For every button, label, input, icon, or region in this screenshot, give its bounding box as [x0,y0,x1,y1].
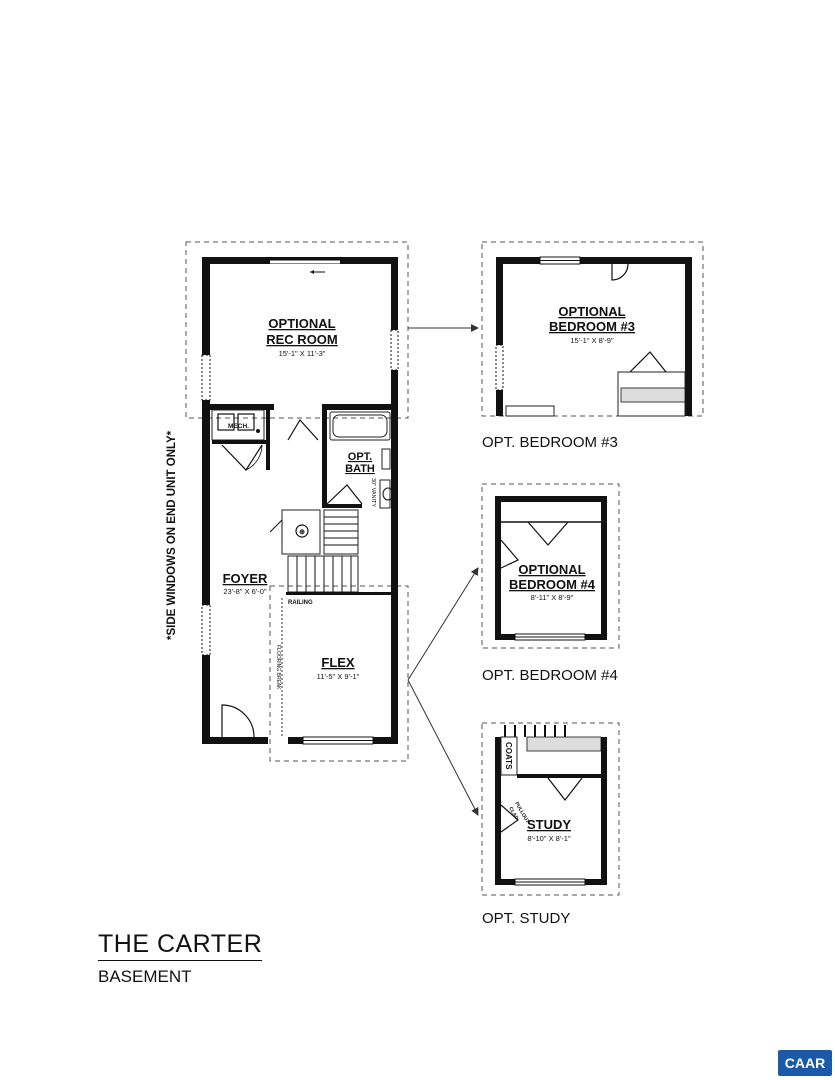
bedroom3-title-1: OPTIONAL [558,304,625,319]
rec-room-dims: 15'-1" X 11'-3" [279,349,326,358]
study-dims: 8'-10" X 8'-1" [527,834,571,843]
study-title: STUDY [527,817,571,832]
bedroom4-dims: 8'-11" X 8'-9" [531,593,574,602]
rec-room-title-1: OPTIONAL [268,316,335,331]
wall-left [202,257,210,744]
flex-dims: 11'-5" X 9'-1" [317,672,360,681]
bedroom3-plan [481,241,704,417]
bedroom4-title-1: OPTIONAL [518,562,585,577]
bath-title-1: OPT. [348,451,372,463]
foyer-dims: 23'-8" X 6'-0" [223,587,267,596]
bedroom4-title-2: BEDROOM #4 [509,577,596,592]
svg-text:⊕: ⊕ [299,529,305,536]
mech-label: MECH. [228,423,249,430]
wall-right [391,257,398,744]
bathtub [329,411,391,441]
arrow-to-bedroom4 [407,567,479,681]
bedroom3-title-2: BEDROOM #3 [549,319,635,334]
rec-room-title-2: REC ROOM [266,332,338,347]
railing-label: RAILING [288,600,313,606]
entry-door [221,704,255,738]
coats-label: COATS [504,742,513,770]
arrow-to-study [407,679,479,816]
side-window-3 [390,329,399,371]
bedroom3-caption: OPT. BEDROOM #3 [482,434,618,451]
side-window-1 [201,354,211,401]
wall-bottom-left [202,737,268,744]
title-block: THE CARTER BASEMENT [98,930,263,987]
bedroom4-caption: OPT. BEDROOM #4 [482,667,618,684]
stairs [286,509,392,595]
bedroom4-plan [481,483,620,649]
side-windows-note: *SIDE WINDOWS ON END UNIT ONLY* [166,430,178,640]
plan-level: BASEMENT [98,967,192,986]
foyer-title: FOYER [223,571,268,586]
study-plan [481,722,620,896]
bedroom3-dims: 15'-1" X 8'-9" [570,336,614,345]
flex-option-outline [269,585,409,762]
side-window-2 [201,604,211,656]
wall-rec-divider-right [322,404,398,410]
bath-title-2: BATH [345,463,375,475]
plan-name: THE CARTER [98,930,263,961]
study-caption: OPT. STUDY [482,910,570,927]
toilet-tank [381,448,391,470]
flooring-break-label: FLOORING BREAK [275,645,281,690]
main-plan: ⊕ [185,241,409,762]
bath-vanity-label: 30" VANITY [370,478,376,507]
flex-title: FLEX [321,655,355,670]
vanity [379,479,391,509]
rec-room-option-outline [185,241,409,419]
wall-rec-divider-left [202,404,274,410]
caar-badge: CAAR [778,1050,832,1076]
